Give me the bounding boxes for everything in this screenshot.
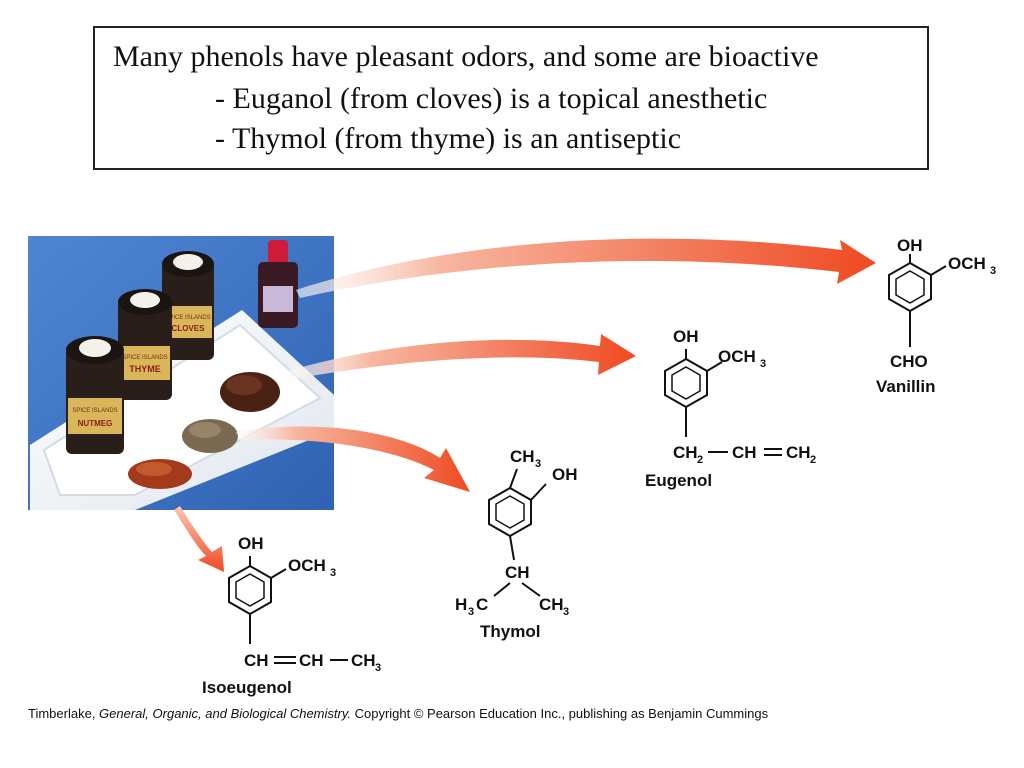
- arrow-to-eugenol: [284, 334, 636, 380]
- arrow-to-vanillin: [296, 238, 876, 298]
- svg-text:3: 3: [760, 358, 766, 370]
- arrow-to-isoeugenol: [174, 506, 224, 572]
- jar-brand-label: SPICE ISLANDS: [165, 315, 210, 321]
- thymol-ch3-b: CH: [539, 595, 564, 614]
- vanillin-oh: OH: [897, 236, 923, 255]
- vanillin-label: Vanillin: [876, 377, 936, 396]
- book-title: General, Organic, and Biological Chemist…: [99, 706, 351, 721]
- jar-thyme: SPICE ISLANDS THYME: [118, 289, 172, 400]
- eugenol-och3: OCH: [718, 347, 756, 366]
- thymol-fact: - Thymol (from thyme) is an antiseptic: [215, 122, 682, 155]
- svg-text:3: 3: [375, 662, 381, 674]
- eugenol-fact: - Euganol (from cloves) is a topical ane…: [215, 82, 768, 115]
- spice-photo: SPICE ISLANDS CLOVES SPICE ISLANDS THYME…: [28, 236, 334, 510]
- molecule-eugenol: [664, 349, 782, 456]
- jar-label-cloves: CLOVES: [172, 324, 206, 333]
- eugenol-oh: OH: [673, 327, 699, 346]
- molecule-thymol: [488, 468, 547, 597]
- jar-brand-label: SPICE ISLANDS: [72, 408, 117, 414]
- isoeugenol-ch3: CH: [351, 651, 376, 670]
- eugenol-label: Eugenol: [645, 471, 712, 490]
- jar-brand-label: SPICE ISLANDS: [122, 355, 167, 361]
- molecule-isoeugenol: [228, 556, 348, 664]
- isoeugenol-ch-2: CH: [299, 651, 324, 670]
- vanillin-cho: CHO: [890, 352, 928, 371]
- jar-cloves: SPICE ISLANDS CLOVES: [162, 251, 214, 360]
- jar-label-nutmeg: NUTMEG: [78, 419, 113, 428]
- copyright-caption: Timberlake, General, Organic, and Biolog…: [28, 706, 769, 721]
- thymol-ch: CH: [505, 563, 530, 582]
- thymol-oh: OH: [552, 465, 578, 484]
- isoeugenol-ch-1: CH: [244, 651, 269, 670]
- svg-text:2: 2: [697, 454, 703, 466]
- svg-text:3: 3: [990, 265, 996, 277]
- jar-nutmeg: SPICE ISLANDS NUTMEG: [66, 336, 124, 454]
- svg-text:3: 3: [535, 458, 541, 470]
- arrow-to-thymol: [236, 426, 470, 492]
- eugenol-ch2: CH: [673, 443, 698, 462]
- eugenol-terminal-ch2: CH: [786, 443, 811, 462]
- svg-text:C: C: [476, 595, 488, 614]
- title-box: Many phenols have pleasant odors, and so…: [93, 26, 929, 170]
- vanilla-bottle: [258, 240, 298, 328]
- vanillin-och3: OCH: [948, 254, 986, 273]
- svg-text:3: 3: [468, 606, 474, 618]
- svg-text:3: 3: [563, 606, 569, 618]
- isoeugenol-label: Isoeugenol: [202, 678, 292, 697]
- molecule-vanillin: [888, 254, 947, 347]
- svg-text:3: 3: [330, 567, 336, 579]
- thymol-h3c: H: [455, 595, 467, 614]
- isoeugenol-oh: OH: [238, 534, 264, 553]
- isoeugenol-och3: OCH: [288, 556, 326, 575]
- svg-text:2: 2: [810, 454, 816, 466]
- eugenol-ch: CH: [732, 443, 757, 462]
- thymol-ch3: CH: [510, 447, 535, 466]
- jar-label-thyme: THYME: [129, 364, 161, 374]
- headline: Many phenols have pleasant odors, and so…: [113, 40, 819, 73]
- thymol-label: Thymol: [480, 622, 540, 641]
